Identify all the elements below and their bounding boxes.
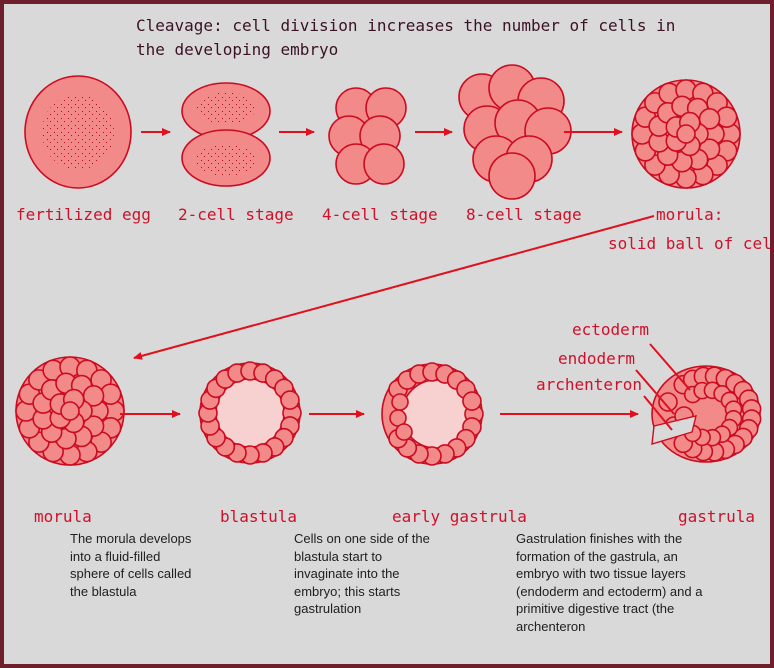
egg-yolk-speckle <box>42 94 114 170</box>
title-line-2: the developing embryo <box>136 40 338 59</box>
description-line: embryo; this starts <box>294 584 400 599</box>
title-line-1: Cleavage: cell division increases the nu… <box>136 16 675 35</box>
label-morula-top: morula: <box>656 205 723 224</box>
description-line: Gastrulation finishes with the <box>516 531 682 546</box>
morula-top <box>632 80 740 188</box>
blastomere-speckle <box>196 144 256 176</box>
four-cell-embryo <box>329 88 406 184</box>
label-blastula: blastula <box>220 507 297 526</box>
morula-cell <box>61 402 79 420</box>
eight-cell-embryo <box>459 65 571 199</box>
blastoderm-cell <box>281 391 299 409</box>
description-gastrula: Gastrulation finishes with the formation… <box>516 530 702 635</box>
label-early-gastrula: early gastrula <box>392 507 527 526</box>
description-early-gastrula: Cells on one side of the blastula start … <box>294 530 430 618</box>
label-solid-ball: solid ball of cells <box>608 234 774 253</box>
morula-cell <box>677 125 695 143</box>
description-line: Cells on one side of the <box>294 531 430 546</box>
description-line: invaginate into the <box>294 566 400 581</box>
blastomere <box>364 144 404 184</box>
label-gastrula: gastrula <box>678 507 755 526</box>
blastomere-speckle <box>196 92 256 124</box>
description-line: embryo with two tissue layers <box>516 566 686 581</box>
label-endoderm: endoderm <box>558 349 635 368</box>
label-2-cell-stage: 2-cell stage <box>178 205 294 224</box>
cells-layer <box>16 65 761 465</box>
two-cell-embryo <box>182 83 270 186</box>
blastoderm-cell <box>463 392 481 410</box>
label-4-cell-stage: 4-cell stage <box>322 205 438 224</box>
label-8-cell-stage: 8-cell stage <box>466 205 582 224</box>
gastrula <box>652 366 761 462</box>
morula-bottom <box>16 357 124 465</box>
description-line: formation of the gastrula, an <box>516 549 678 564</box>
description-line: (endoderm and ectoderm) and a <box>516 584 702 599</box>
description-line: sphere of cells called <box>70 566 191 581</box>
description-line: gastrulation <box>294 601 361 616</box>
blastomere <box>489 153 535 199</box>
diagram-title: Cleavage: cell division increases the nu… <box>136 14 675 62</box>
invaginating-cell <box>396 424 412 440</box>
description-line: the blastula <box>70 584 137 599</box>
early-gastrula <box>382 363 483 465</box>
description-line: The morula develops <box>70 531 191 546</box>
description-line: primitive digestive tract (the <box>516 601 674 616</box>
description-line: blastula start to <box>294 549 382 564</box>
description-line: into a fluid-filled <box>70 549 160 564</box>
label-fertilized-egg: fertilized egg <box>16 205 151 224</box>
fertilized-egg <box>25 76 131 188</box>
label-morula: morula <box>34 507 92 526</box>
blastocoel <box>216 379 284 447</box>
description-blastula: The morula develops into a fluid-filled … <box>70 530 191 600</box>
label-ectoderm: ectoderm <box>572 320 649 339</box>
label-archenteron: archenteron <box>536 375 642 394</box>
invaginating-cell <box>392 394 408 410</box>
description-line: archenteron <box>516 619 585 634</box>
blastula <box>199 362 301 464</box>
